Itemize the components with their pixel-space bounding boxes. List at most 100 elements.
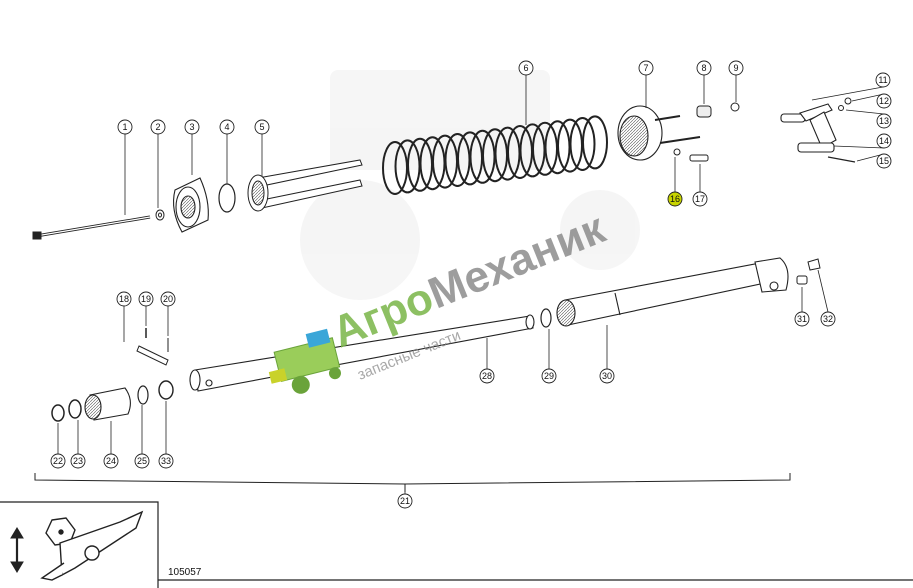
spring-coil [469, 129, 496, 184]
callout-label-21: 21 [400, 496, 410, 506]
detail-inset: 105057 [0, 501, 913, 588]
spring-coil [457, 131, 483, 186]
spring-coil [582, 115, 608, 170]
callout-label-5: 5 [259, 122, 264, 132]
callout-label-28: 28 [482, 371, 492, 381]
callout-circle-9 [728, 60, 744, 76]
leader-line-13 [845, 109, 885, 115]
callout-circle-7 [638, 60, 654, 76]
callout-label-24: 24 [106, 456, 116, 466]
spring-coil [569, 117, 596, 171]
part-sleeve-5 [247, 159, 363, 212]
callout-label-23: 23 [73, 456, 83, 466]
drawing-number: 105057 [168, 567, 202, 578]
part-ring-25 [137, 385, 149, 405]
callout-circle-2 [150, 119, 166, 135]
spring-coil [432, 134, 458, 189]
part-rings-22-23 [51, 399, 82, 422]
part-pin-19-20 [145, 328, 169, 352]
callout-label-12: 12 [879, 96, 889, 106]
callout-circle-21 [397, 493, 413, 509]
spring-coil [407, 137, 433, 192]
callout-circle-24 [103, 453, 119, 469]
callout-label-2: 2 [155, 122, 160, 132]
callout-label-33: 33 [161, 456, 171, 466]
callout-circle-16 [667, 191, 683, 207]
callout-circle-6 [518, 60, 534, 76]
callout-label-1: 1 [122, 122, 127, 132]
part-ring-29 [540, 308, 552, 328]
callout-circle-25 [134, 453, 150, 469]
callout-circle-4 [219, 119, 235, 135]
callout-circle-31 [794, 311, 810, 327]
part-spring-6 [382, 115, 608, 195]
callout-circle-32 [820, 311, 836, 327]
part-pin-18 [136, 345, 169, 366]
part-tube-30 [556, 257, 789, 327]
callout-label-11: 11 [878, 75, 887, 85]
spring-coil [382, 141, 408, 195]
spring-coil [544, 120, 571, 175]
part-washer-12-13 [838, 97, 852, 111]
callout-circle-19 [138, 291, 154, 307]
spring-coil [482, 128, 508, 183]
callout-label-13: 13 [879, 116, 889, 126]
spring-coil [532, 121, 558, 176]
leader-line-14 [833, 145, 885, 149]
part-bolt-17 [689, 154, 709, 162]
callout-label-29: 29 [544, 371, 554, 381]
callout-circle-23 [70, 453, 86, 469]
spring-coil [444, 133, 471, 187]
callout-circle-22 [50, 453, 66, 469]
callout-label-19: 19 [141, 294, 151, 304]
callout-label-4: 4 [224, 122, 229, 132]
callout-circle-11 [875, 72, 891, 88]
background-tractor-watermark [300, 70, 640, 300]
double-arrow-vertical-icon [10, 527, 24, 573]
callout-circle-30 [599, 368, 615, 384]
part-collar-7 [617, 105, 701, 161]
callout-label-16: 16 [670, 194, 680, 204]
leader-line-32 [817, 269, 829, 313]
callout-circle-28 [479, 368, 495, 384]
callout-circle-13 [876, 113, 892, 129]
part-coupling-24 [84, 387, 131, 421]
callout-label-25: 25 [137, 456, 147, 466]
part-lever-14 [797, 111, 837, 153]
part-pin-15 [827, 156, 856, 163]
spring-coil [419, 136, 446, 191]
callout-circle-33 [158, 453, 174, 469]
callout-label-17: 17 [695, 194, 705, 204]
callout-circle-18 [116, 291, 132, 307]
callout-label-18: 18 [119, 294, 129, 304]
callout-label-8: 8 [701, 63, 706, 73]
callout-label-6: 6 [523, 63, 528, 73]
callout-circle-1 [117, 119, 133, 135]
callout-label-14: 14 [879, 136, 889, 146]
callout-circle-17 [692, 191, 708, 207]
callout-label-15: 15 [879, 156, 889, 166]
part-seal-33 [158, 380, 174, 400]
callout-label-30: 30 [602, 371, 612, 381]
callout-circle-15 [876, 153, 892, 169]
spring-coil [507, 125, 533, 179]
linkage-detail-sketch [40, 510, 144, 581]
callout-circle-5 [254, 119, 270, 135]
callout-label-31: 31 [797, 314, 807, 324]
spring-coil [394, 139, 421, 194]
part-nipple-31-32 [796, 258, 821, 285]
callout-circle-29 [541, 368, 557, 384]
callout-label-22: 22 [53, 456, 63, 466]
callout-circle-3 [184, 119, 200, 135]
part-bracket-11 [780, 103, 833, 123]
callout-label-20: 20 [163, 294, 173, 304]
callout-label-7: 7 [643, 63, 648, 73]
part-bushing-8 [696, 105, 712, 118]
leader-line-12 [851, 93, 885, 102]
spring-coil [494, 126, 521, 181]
spring-coil [519, 123, 546, 178]
callout-label-3: 3 [189, 122, 194, 132]
callout-circle-8 [696, 60, 712, 76]
